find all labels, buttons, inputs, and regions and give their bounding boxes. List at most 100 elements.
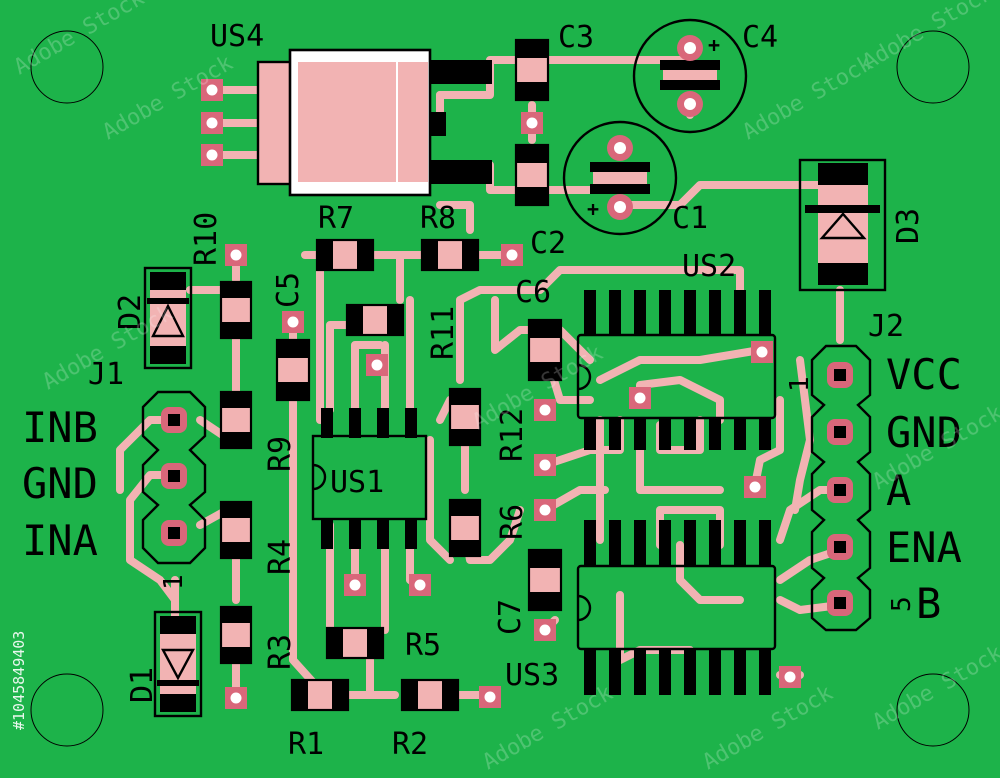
label-d2: D2 (113, 294, 148, 330)
via (201, 144, 223, 166)
label-j1: J1 (88, 357, 124, 392)
r10-resistor (219, 280, 253, 340)
via (344, 574, 366, 596)
us1-ic (311, 408, 428, 549)
j1-pin1-marker: 1 (159, 574, 189, 590)
j1-pin (161, 463, 187, 489)
us2-ic (576, 290, 777, 450)
d1-diode (153, 610, 203, 718)
label-r9: R9 (263, 436, 298, 472)
j2-pin1-marker: 1 (785, 376, 815, 392)
j1-pin (161, 520, 187, 546)
mounting-hole (30, 673, 104, 747)
label-d1: D1 (125, 667, 160, 703)
r8-resistor (420, 238, 480, 272)
j2-pin (827, 362, 853, 388)
j2-pin (827, 477, 853, 503)
via (779, 666, 801, 688)
j1-pin (161, 407, 187, 433)
r2-resistor (400, 678, 460, 712)
watermark-text: Adobe Stock (869, 641, 1000, 736)
r5-resistor (325, 626, 385, 660)
j2-pin (827, 419, 853, 445)
j2-pin-label-a: A (886, 466, 911, 515)
j2-pin-labels: VCC GND A ENA B 1 5 (785, 350, 962, 628)
mounting-hole (896, 673, 970, 747)
j2-pin-label-ena: ENA (886, 523, 962, 572)
c4-capacitor (632, 18, 748, 134)
via (534, 619, 556, 641)
label-r5: R5 (405, 628, 441, 663)
component-labels: US4 C3 C4 C1 D3 R7 R8 C2 US2 R10 D2 C5 R… (88, 19, 926, 762)
r11-resistor (345, 303, 405, 337)
via (751, 341, 773, 363)
label-c2: C2 (530, 226, 566, 261)
via (521, 112, 543, 134)
mounting-hole (30, 30, 104, 104)
label-c4: C4 (742, 20, 778, 55)
via (225, 687, 247, 709)
via (744, 476, 766, 498)
label-r11: R11 (426, 306, 461, 360)
watermark-text: Adobe Stock (739, 51, 878, 146)
label-r12: R12 (495, 408, 530, 462)
j2-pin5-marker: 5 (887, 596, 917, 612)
j1-pin-label-ina: INA (22, 516, 98, 565)
label-r10: R10 (189, 212, 224, 266)
label-r2: R2 (392, 727, 428, 762)
j2-connector (810, 344, 872, 632)
label-us2: US2 (682, 249, 736, 284)
j2-pin (827, 534, 853, 560)
label-us4: US4 (210, 19, 264, 54)
r4-resistor (219, 500, 253, 560)
label-c1: C1 (672, 201, 708, 236)
us3-ic (576, 520, 777, 695)
r7-resistor (315, 238, 375, 272)
r6-resistor (448, 498, 482, 558)
label-r8: R8 (420, 201, 456, 236)
label-r4: R4 (263, 539, 298, 575)
r9-resistor (219, 390, 253, 450)
via (366, 354, 388, 376)
label-r7: R7 (318, 201, 354, 236)
d3-diode (798, 158, 887, 292)
label-c5: C5 (271, 272, 306, 308)
watermark-text: Adobe Stock (859, 0, 998, 75)
via (282, 311, 304, 333)
us4-regulator (256, 48, 492, 197)
c1-capacitor (562, 120, 678, 236)
j1-connector (141, 390, 207, 565)
c7-capacitor (527, 548, 563, 612)
r1-resistor (290, 678, 350, 712)
via (409, 574, 431, 596)
label-j2: J2 (868, 309, 904, 344)
label-us1: US1 (330, 465, 384, 500)
j2-pin-label-gnd: GND (886, 408, 962, 457)
mounting-holes (30, 30, 970, 747)
label-d3: D3 (891, 208, 926, 244)
d2-diode (143, 266, 193, 370)
j1-pin-label-inb: INB (22, 403, 98, 452)
via (225, 244, 247, 266)
via (501, 244, 523, 266)
via (534, 499, 556, 521)
via (629, 387, 651, 409)
watermark-side-text: #1045849403 (10, 631, 28, 730)
mounting-hole (896, 30, 970, 104)
copper-traces (116, 44, 844, 699)
j1-pin-label-gnd: GND (22, 459, 98, 508)
label-r3: R3 (263, 634, 298, 670)
label-r1: R1 (288, 727, 324, 762)
watermark-text: Adobe Stock (10, 0, 149, 80)
label-c3: C3 (558, 20, 594, 55)
j2-pin-label-vcc: VCC (886, 350, 962, 399)
c3-capacitor (514, 38, 550, 102)
label-r6: R6 (495, 504, 530, 540)
c4-plus-sign: + (708, 33, 720, 57)
c1-plus-sign: + (587, 197, 599, 221)
via (534, 454, 556, 476)
j2-pin-label-b: B (916, 579, 941, 628)
via (479, 686, 501, 708)
via (201, 112, 223, 134)
